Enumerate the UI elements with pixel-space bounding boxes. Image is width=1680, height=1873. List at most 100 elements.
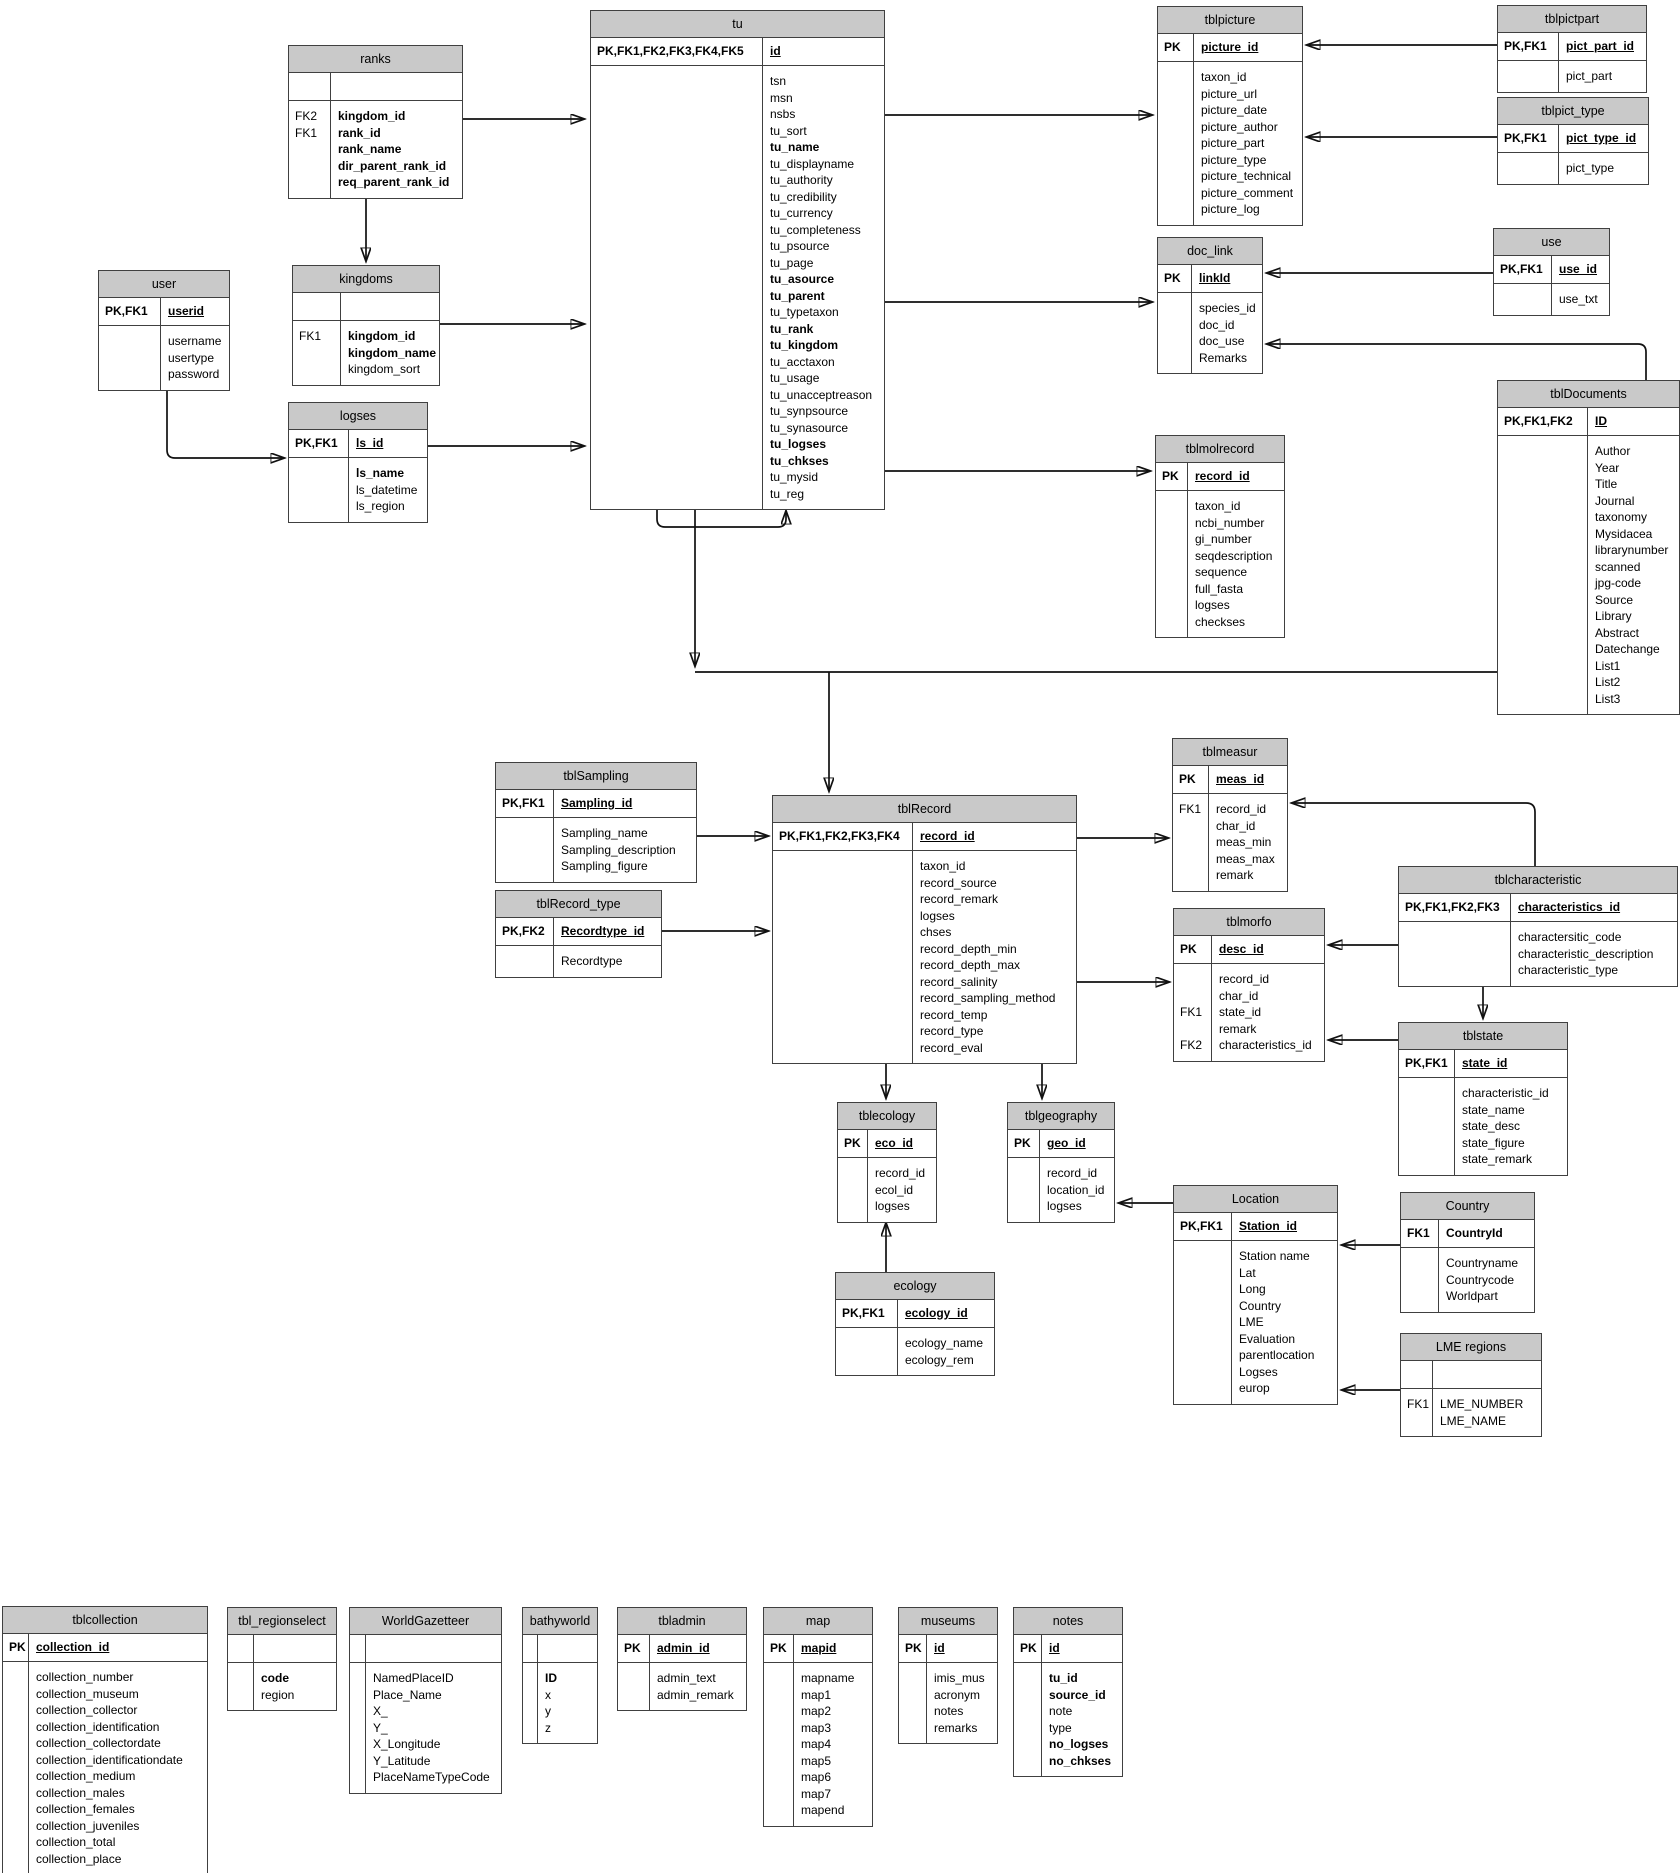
pk-field: Sampling_id [561,796,633,810]
field-Y_Latitude: Y_Latitude [373,1753,431,1768]
fk-label [1498,493,1587,510]
field-rank_name: rank_name [338,142,402,156]
fk-label [773,990,912,1007]
fk-label [1494,291,1551,308]
fk-label [591,288,762,305]
fk-label [1008,1182,1039,1199]
field-usertype: usertype [168,350,215,365]
field-logses: logses [1195,598,1230,612]
table-title-tblecology: tblecology [838,1103,936,1130]
field-sequence: sequence [1195,565,1248,579]
field-record_source: record_source [920,875,997,890]
field-Countryname: Countryname [1446,1256,1519,1270]
pk-field: linkId [1199,271,1231,285]
fk-label [1174,1281,1231,1298]
fk-label [773,924,912,941]
pk-field: Station_id [1239,1219,1298,1233]
fk-label [591,255,762,272]
table-title-tblRecord_type: tblRecord_type [496,891,661,918]
table-title-tblpictpart: tblpictpart [1498,6,1646,33]
pk-keys: PK,FK1 [496,790,554,817]
fk-label [1399,946,1510,963]
field-Author: Author [1595,444,1631,458]
fk-label [618,1670,649,1687]
field-region: region [261,1687,295,1702]
field-Recordtype: Recordtype [561,954,623,968]
fk-label [1174,1347,1231,1364]
pk-keys [293,293,341,320]
fk-label [1498,658,1587,675]
fk-label [591,156,762,173]
field-meas_min: meas_min [1216,835,1272,849]
pk-keys: PK [1008,1130,1040,1157]
fk-label [1156,548,1187,565]
field-Mysidacea: Mysidacea [1595,526,1653,541]
fk-label [1498,509,1587,526]
field-ecology_name: ecology_name [905,1336,984,1350]
key-column [1014,1663,1042,1776]
field-ecology_rem: ecology_rem [905,1352,974,1367]
fk-label [899,1720,926,1737]
rel-tblcharacteristic-tblmeasur [1292,803,1536,866]
key-column [99,326,161,390]
field-remark: remark [1219,1021,1257,1036]
pk-field: pict_part_id [1566,39,1635,53]
field-remark: remark [1216,868,1254,882]
fk-label [1399,1118,1454,1135]
fk-label [350,1736,365,1753]
field-collection_males: collection_males [36,1785,125,1800]
fk-label [1014,1670,1041,1687]
field-characteristics_id: characteristics_id [1219,1038,1312,1052]
rel-tbldocuments-doclink [1267,344,1647,380]
fk-label [591,304,762,321]
fk-label [1498,674,1587,691]
fk-label [591,337,762,354]
fk-label [836,1352,897,1369]
fk-label [773,1040,912,1057]
field-char_id: char_id [1219,988,1259,1003]
key-column [836,1328,898,1375]
field-logses: logses [875,1199,910,1213]
fk-label [289,174,330,191]
table-title-kingdoms: kingdoms [293,266,439,293]
field-Evaluation: Evaluation [1239,1331,1296,1346]
fk-label [523,1703,537,1720]
field-collection_number: collection_number [36,1670,134,1684]
field-tu_displayname: tu_displayname [770,156,855,171]
fk-label [1156,498,1187,515]
field-map5: map5 [801,1753,832,1768]
fk-label [591,139,762,156]
fk-label [591,387,762,404]
field-tu_psource: tu_psource [770,239,830,253]
fk-label [1158,333,1191,350]
key-column [1498,436,1588,714]
table-title-LME_regions: LME regions [1401,1334,1541,1361]
field-location_id: location_id [1047,1182,1105,1197]
field-NamedPlaceID: NamedPlaceID [373,1671,454,1685]
fk-label: FK1 [299,329,322,343]
pk-field: use_id [1559,262,1598,276]
table-title-tblcharacteristic: tblcharacteristic [1399,867,1677,894]
field-record_remark: record_remark [920,892,999,906]
fk-label [3,1686,28,1703]
fk-label [838,1165,867,1182]
field-imis_mus: imis_mus [934,1671,985,1685]
field-tu_synpsource: tu_synpsource [770,404,849,418]
pk-field: characteristics_id [1518,900,1621,914]
pk-keys [1401,1361,1433,1388]
field-collection_females: collection_females [36,1802,135,1816]
fk-label [1498,542,1587,559]
pk-field [331,73,345,100]
pk-field: meas_id [1216,772,1265,786]
pk-field: admin_id [657,1641,710,1655]
field-map7: map7 [801,1786,832,1801]
field-Long: Long [1239,1282,1266,1296]
fk-label [3,1834,28,1851]
pk-keys: PK [1158,265,1192,292]
field-pict_part: pict_part [1566,69,1613,83]
